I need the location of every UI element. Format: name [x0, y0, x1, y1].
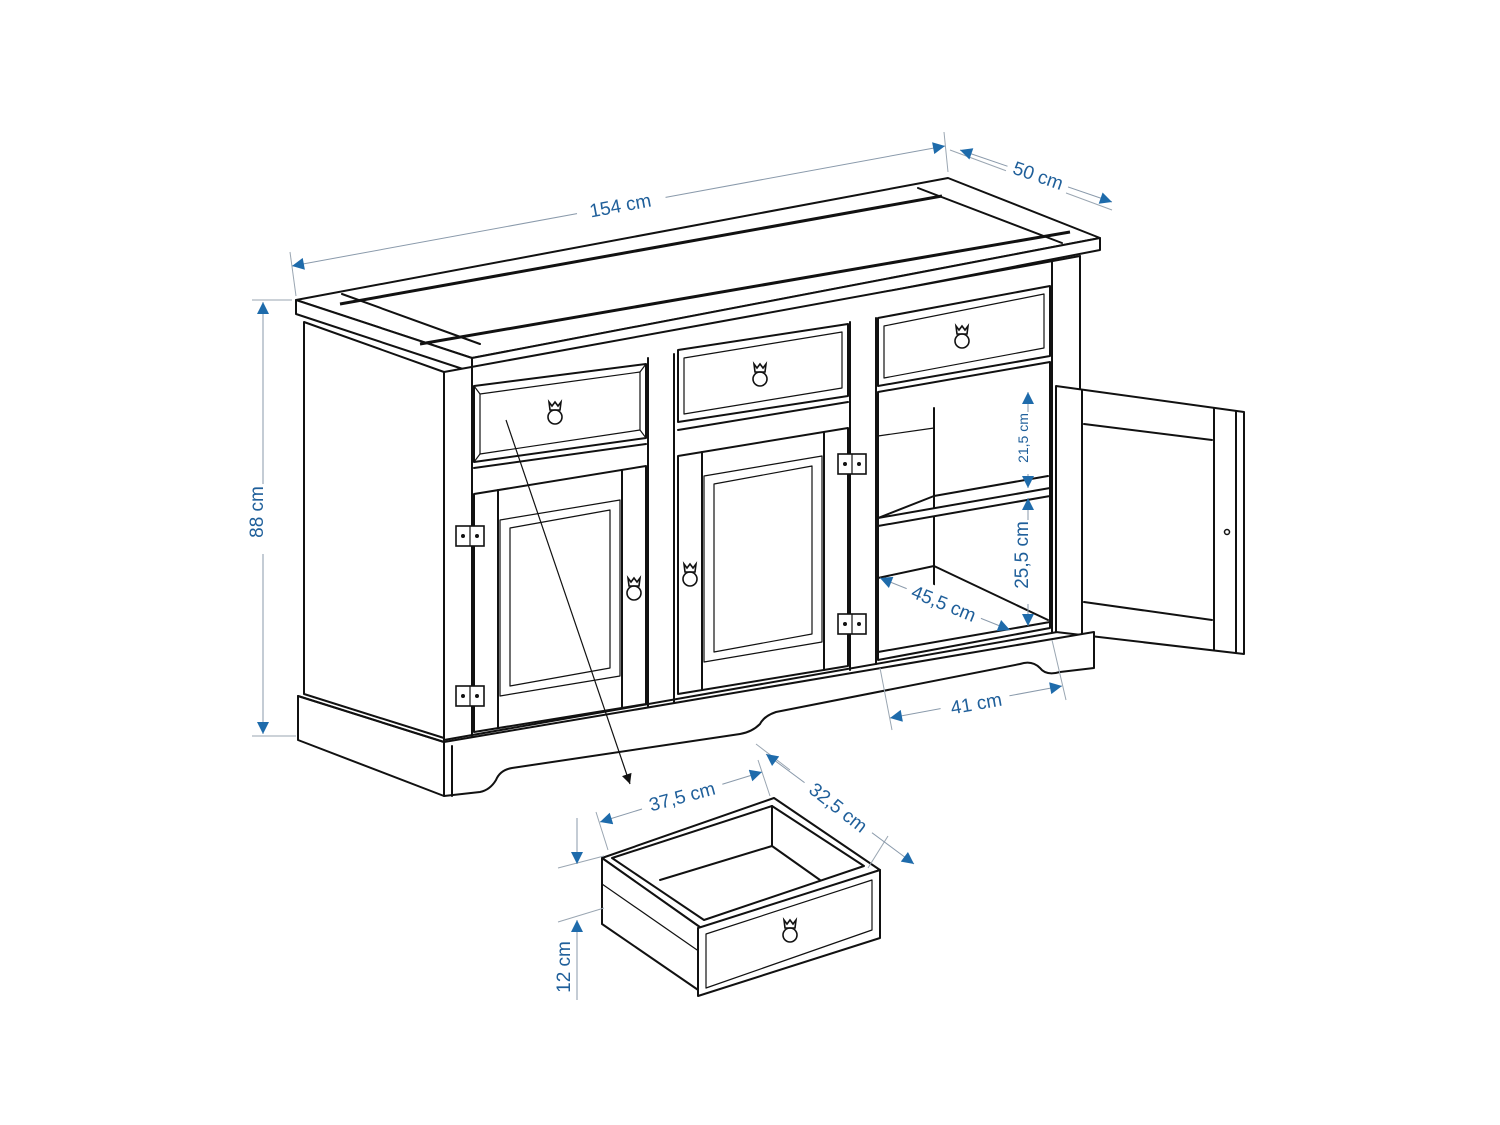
- door-ring-pull-icon: [682, 561, 698, 587]
- hinge-icon: [455, 525, 485, 547]
- sideboard: [295, 177, 1245, 797]
- dimension-upper-compartment-label: 21,5 cm: [1015, 413, 1031, 463]
- dimension-drawer-height-label: 12 cm: [554, 941, 575, 993]
- door-middle[interactable]: [677, 427, 867, 695]
- hinge-icon: [455, 685, 485, 707]
- dimension-annotations: 154 cm 50 cm 88 cm 21,5 cm 25,5 cm 45,5 …: [247, 131, 1113, 1000]
- drawer-middle[interactable]: [677, 323, 849, 423]
- hinge-icon: [837, 613, 867, 635]
- door-knob-hole-icon: [1223, 528, 1231, 536]
- drawer-left[interactable]: [473, 363, 647, 463]
- drawer-right[interactable]: [877, 285, 1051, 387]
- door-ring-pull-icon: [626, 575, 642, 601]
- plinth-base: [297, 631, 1095, 797]
- drawer-ring-pull-icon: [782, 917, 798, 943]
- left-side-panel: [303, 321, 445, 741]
- dimension-lower-compartment-label: 25,5 cm: [1012, 521, 1033, 589]
- dimension-height-label: 88 cm: [247, 486, 268, 538]
- door-right-open[interactable]: [1055, 385, 1245, 655]
- drawer-ring-pull-icon: [954, 323, 970, 349]
- removed-drawer: [601, 797, 881, 997]
- hinge-icon: [837, 453, 867, 475]
- door-left[interactable]: [455, 465, 647, 733]
- drawer-ring-pull-icon: [752, 361, 768, 387]
- drawer-removal-pointer: [505, 419, 632, 785]
- drawer-ring-pull-icon: [547, 399, 563, 425]
